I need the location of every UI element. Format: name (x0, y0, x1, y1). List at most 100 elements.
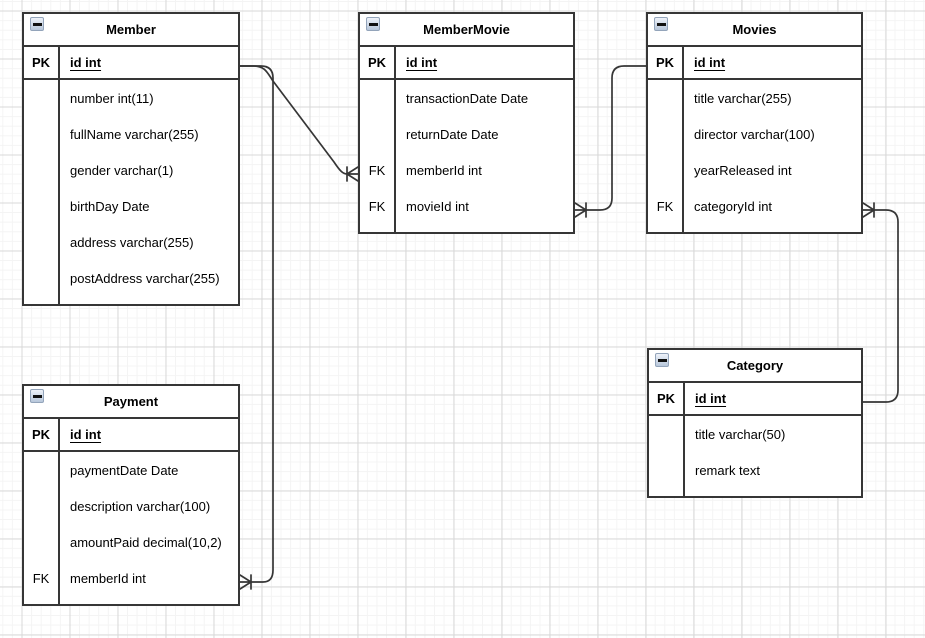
table-row-pk[interactable]: PK id int (648, 47, 861, 80)
pk-label: PK (648, 47, 684, 78)
key-label (24, 524, 60, 560)
entity-table-membermovie[interactable]: MemberMovie PK id int transactionDate Da… (358, 12, 575, 234)
pk-field-label: id int (694, 55, 726, 70)
table-row[interactable]: birthDay Date (24, 188, 238, 224)
field-label: memberId int (70, 570, 146, 586)
collapse-icon[interactable] (30, 389, 44, 403)
pk-label: PK (24, 47, 60, 78)
field-label: memberId int (406, 162, 482, 178)
field-label: transactionDate Date (406, 90, 529, 106)
field-label: yearReleased int (694, 162, 792, 178)
table-row-pk[interactable]: PK id int (360, 47, 573, 80)
minus-glyph (368, 22, 378, 26)
key-label (648, 116, 684, 152)
table-row[interactable]: number int(11) (24, 80, 238, 116)
field-label: gender varchar(1) (70, 162, 174, 178)
field-label: returnDate Date (406, 126, 499, 142)
minus-glyph (32, 22, 42, 26)
field-label: birthDay Date (70, 198, 150, 214)
field-label: address varchar(255) (70, 234, 194, 250)
table-row[interactable]: returnDate Date (360, 116, 573, 152)
table-row[interactable]: postAddress varchar(255) (24, 260, 238, 296)
entity-table-member[interactable]: Member PK id int number int(11) fullName… (22, 12, 240, 306)
table-row[interactable]: FK categoryId int (648, 188, 861, 224)
table-header[interactable]: Member (24, 14, 238, 47)
field-label: number int(11) (70, 90, 154, 106)
pk-field-label: id int (695, 391, 727, 406)
fk-label: FK (360, 188, 396, 224)
entity-table-category[interactable]: Category PK id int title varchar(50) rem… (647, 348, 863, 498)
table-row[interactable]: gender varchar(1) (24, 152, 238, 188)
relationship-member-membermovie[interactable] (239, 65, 359, 182)
field-label: postAddress varchar(255) (70, 270, 220, 286)
fk-label: FK (24, 560, 60, 596)
minus-glyph (657, 358, 667, 362)
table-row[interactable]: address varchar(255) (24, 224, 238, 260)
relationship-category-movies[interactable] (862, 202, 899, 403)
key-label (24, 488, 60, 524)
table-row-pk[interactable]: PK id int (24, 419, 238, 452)
table-row[interactable]: FK memberId int (24, 560, 238, 596)
table-row[interactable]: fullName varchar(255) (24, 116, 238, 152)
key-label (360, 116, 396, 152)
table-row[interactable]: title varchar(255) (648, 80, 861, 116)
table-row-pk[interactable]: PK id int (649, 383, 861, 416)
table-title: MemberMovie (423, 22, 510, 37)
collapse-icon[interactable] (655, 353, 669, 367)
table-title: Category (726, 358, 784, 373)
key-label (648, 152, 684, 188)
table-title: Payment (103, 394, 159, 409)
table-row[interactable]: FK movieId int (360, 188, 573, 224)
table-row[interactable]: amountPaid decimal(10,2) (24, 524, 238, 560)
key-label (24, 152, 60, 188)
crowsfoot-many-marker (346, 166, 359, 182)
collapse-icon[interactable] (366, 17, 380, 31)
relationship-member-payment[interactable] (239, 65, 274, 590)
table-row[interactable]: title varchar(50) (649, 416, 861, 452)
table-row[interactable]: remark text (649, 452, 861, 488)
table-title: Movies (732, 22, 777, 37)
table-row-filler (24, 596, 238, 604)
table-row[interactable]: transactionDate Date (360, 80, 573, 116)
entity-table-payment[interactable]: Payment PK id int paymentDate Date descr… (22, 384, 240, 606)
minus-glyph (656, 22, 666, 26)
key-label (649, 452, 685, 488)
table-title: Member (106, 22, 156, 37)
table-row-filler (360, 224, 573, 232)
key-label (24, 116, 60, 152)
key-label (24, 260, 60, 296)
collapse-icon[interactable] (30, 17, 44, 31)
relationship-movies-membermovie[interactable] (574, 65, 647, 218)
table-row[interactable]: description varchar(100) (24, 488, 238, 524)
field-label: movieId int (406, 198, 469, 214)
crowsfoot-many-marker (239, 574, 252, 590)
table-row[interactable]: yearReleased int (648, 152, 861, 188)
table-header[interactable]: Payment (24, 386, 238, 419)
table-row[interactable]: director varchar(100) (648, 116, 861, 152)
entity-table-movies[interactable]: Movies PK id int title varchar(255) dire… (646, 12, 863, 234)
collapse-icon[interactable] (654, 17, 668, 31)
table-row-pk[interactable]: PK id int (24, 47, 238, 80)
pk-label: PK (360, 47, 396, 78)
key-label (24, 452, 60, 488)
fk-label: FK (648, 188, 684, 224)
table-row[interactable]: paymentDate Date (24, 452, 238, 488)
field-label: title varchar(255) (694, 90, 792, 106)
field-label: paymentDate Date (70, 462, 179, 478)
table-header[interactable]: Movies (648, 14, 861, 47)
table-row-filler (649, 488, 861, 496)
field-label: title varchar(50) (695, 426, 786, 442)
key-label (24, 188, 60, 224)
fk-label: FK (360, 152, 396, 188)
key-label (24, 224, 60, 260)
table-header[interactable]: MemberMovie (360, 14, 573, 47)
pk-field-label: id int (406, 55, 438, 70)
key-label (24, 80, 60, 116)
crowsfoot-many-marker (574, 202, 587, 218)
field-label: categoryId int (694, 198, 773, 214)
table-header[interactable]: Category (649, 350, 861, 383)
table-row[interactable]: FK memberId int (360, 152, 573, 188)
key-label (648, 80, 684, 116)
